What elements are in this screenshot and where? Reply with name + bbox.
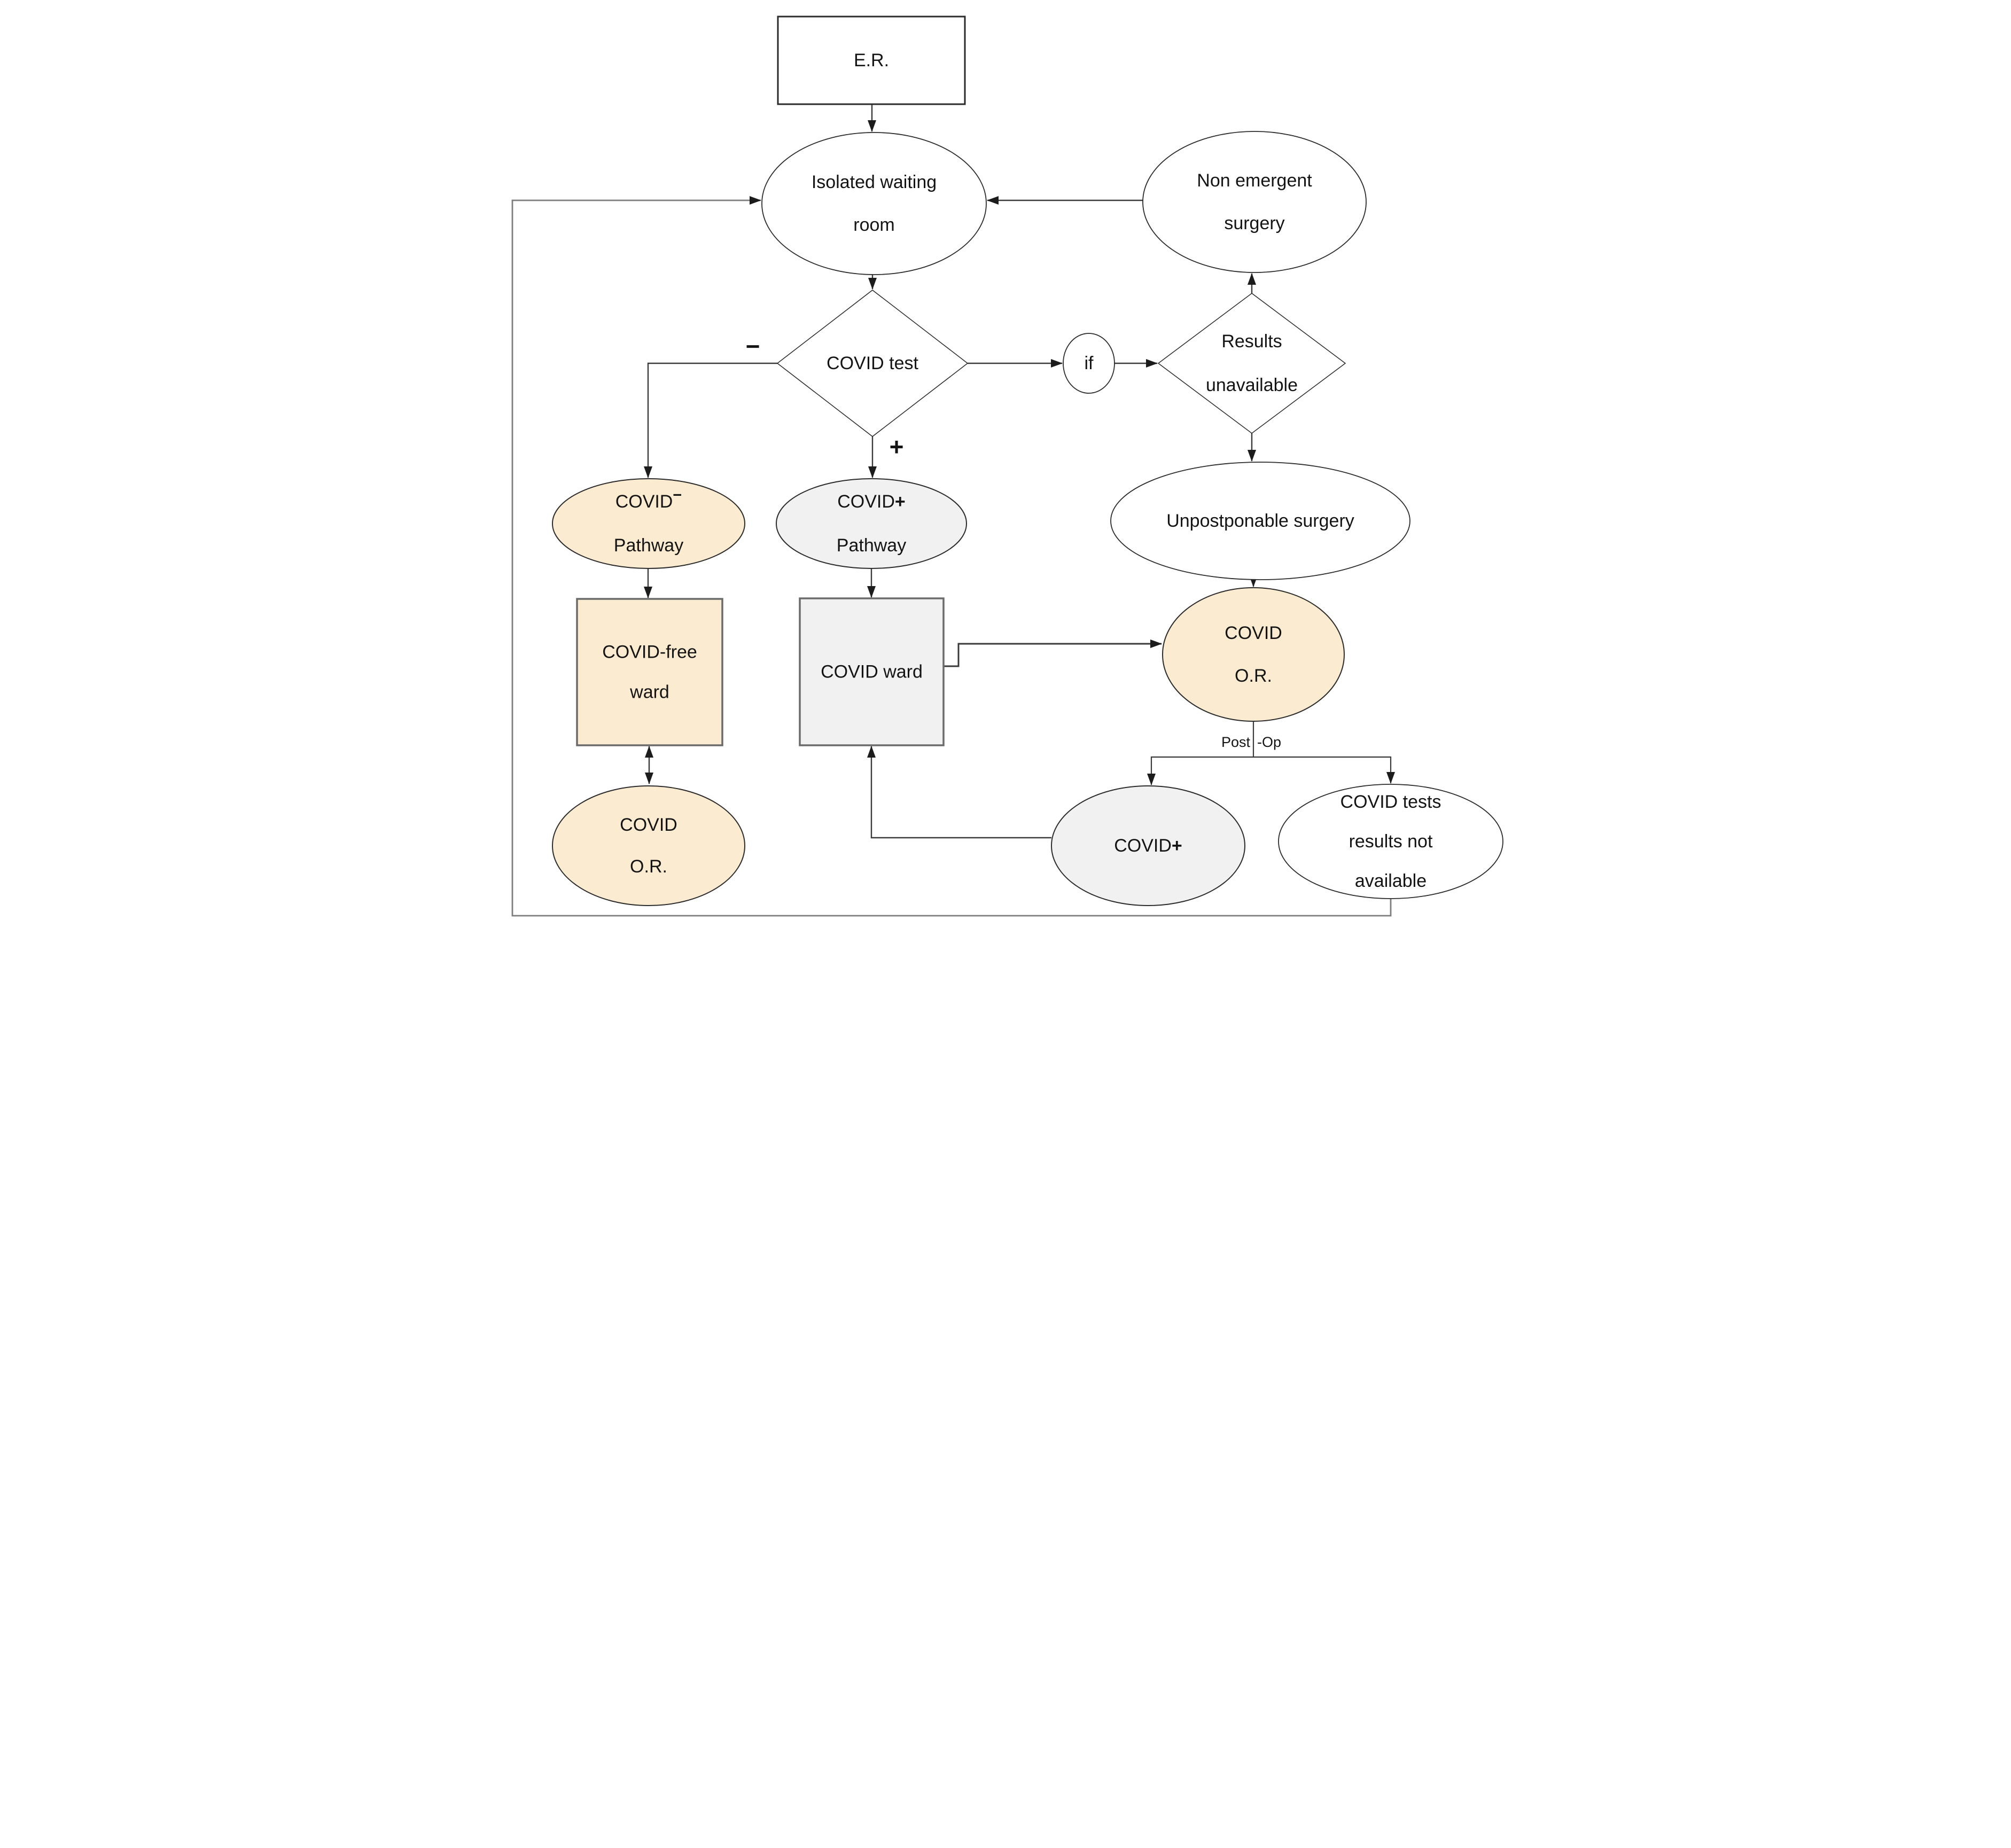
node-covid-ward: COVID ward <box>799 597 945 746</box>
covid-positive-postop-shape <box>1051 785 1245 906</box>
if-shape <box>1063 333 1115 394</box>
er-label: E.R. <box>854 50 889 71</box>
edge-label-postop-label-left: Post <box>1221 734 1251 750</box>
unpostponable-surgery-label: Unpostponable surgery <box>1166 511 1354 531</box>
covid-positive-pathway-label: COVID+Pathway <box>837 492 906 556</box>
results-unavailable-shape <box>1157 293 1346 434</box>
covid-test-shape <box>776 290 969 437</box>
edge-covidtest-negative-branch <box>644 362 777 478</box>
unpostponable-surgery-shape <box>1110 462 1410 580</box>
node-unpostponable-surgery: Unpostponable surgery <box>1110 462 1410 580</box>
covid-free-ward-shape <box>576 598 723 746</box>
edge-postop-right-branch <box>1253 756 1395 784</box>
covid-ward-label: COVID ward <box>821 662 923 682</box>
node-covid-negative-pathway: COVID−​Pathway <box>552 478 745 569</box>
covid-negative-pathway-label: COVID−​Pathway <box>614 487 683 556</box>
edge-postoppositive-to-ward <box>867 746 1051 839</box>
edge-label-positive-sign: + <box>890 433 904 461</box>
er-shape <box>777 15 966 105</box>
covid-or-left-shape <box>552 785 745 906</box>
covid-test-label: COVID test <box>827 353 918 373</box>
edge-labels-layer: − + Post -Op <box>746 332 1281 750</box>
covid-negative-pathway-shape <box>552 478 745 569</box>
isolated-waiting-room-shape <box>761 132 987 275</box>
node-covid-positive-postop: COVID+ <box>1051 785 1245 906</box>
node-covid-positive-pathway: COVID+Pathway <box>776 478 967 569</box>
if-label: if <box>1085 353 1094 373</box>
node-if: if <box>1063 333 1115 394</box>
edge-label-postop-label-right: -Op <box>1257 734 1281 750</box>
covid-tests-results-not-available-shape <box>1278 784 1503 899</box>
non-emergent-surgery-shape <box>1142 131 1367 273</box>
covid-ward-shape <box>799 597 945 746</box>
node-er: E.R. <box>777 15 966 105</box>
covid-or-right-shape <box>1162 587 1345 722</box>
edge-label-negative-sign: − <box>746 332 760 360</box>
edge-ward-to-covidor <box>944 640 1162 667</box>
node-covid-test: COVID test <box>776 290 969 437</box>
edge-postop-left-branch <box>1147 756 1253 785</box>
edges-layer <box>511 104 1395 917</box>
edge-testsna-loop-to-isolated <box>511 196 1392 917</box>
covid-positive-postop-label: COVID+ <box>1114 836 1182 856</box>
covid-positive-pathway-shape <box>776 478 967 569</box>
